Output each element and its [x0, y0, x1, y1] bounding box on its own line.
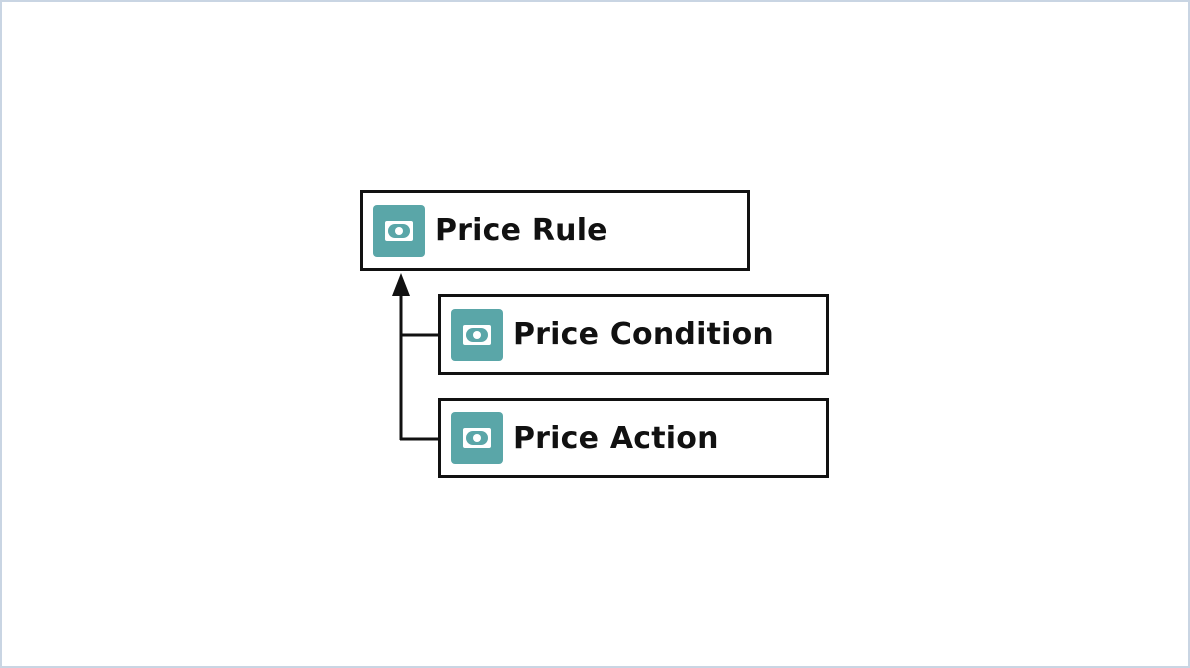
- node-label: Price Condition: [513, 317, 774, 352]
- node-price-condition: Price Condition: [438, 294, 829, 375]
- node-label: Price Action: [513, 420, 719, 456]
- node-price-rule: Price Rule: [360, 190, 750, 271]
- money-bill-icon: [451, 412, 503, 464]
- money-bill-icon: [373, 204, 425, 257]
- node-price-action: Price Action: [438, 398, 829, 478]
- node-label: Price Rule: [435, 213, 608, 248]
- arrowhead-icon: [392, 273, 410, 296]
- money-bill-icon: [451, 308, 503, 361]
